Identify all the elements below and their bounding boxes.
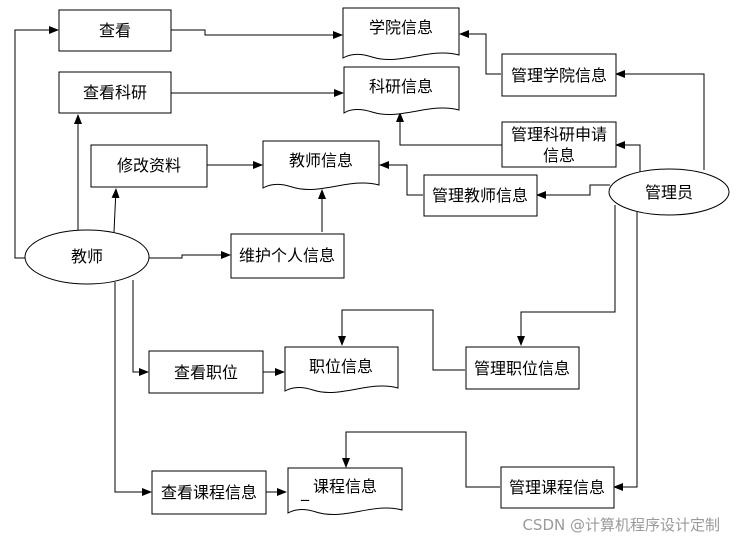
process-view-research-label: 查看科研 xyxy=(83,83,147,102)
store-college-info: 学院信息 xyxy=(342,7,460,60)
process-view: 查看 xyxy=(58,9,172,52)
process-manage-research-label-1: 管理科研申请 xyxy=(511,125,607,144)
watermark: CSDN @计算机程序设计定制 xyxy=(522,516,720,534)
process-edit-profile: 修改资料 xyxy=(90,144,208,188)
edge-mcourse-store xyxy=(342,431,500,488)
edge-mteacher-store xyxy=(379,161,423,196)
store-college-info-label: 学院信息 xyxy=(369,18,433,37)
edge-admin-mresearch xyxy=(615,141,641,172)
process-maintain-personal-label: 维护个人信息 xyxy=(239,246,335,265)
process-manage-college-label: 管理学院信息 xyxy=(511,66,607,85)
actor-admin: 管理员 xyxy=(608,168,730,216)
process-manage-research: 管理科研申请 信息 xyxy=(501,121,617,168)
edges xyxy=(14,26,705,496)
edge-admin-mposition xyxy=(517,205,616,346)
edge-teacher-maintain xyxy=(148,251,231,259)
store-position-info: 职位信息 xyxy=(284,346,399,393)
process-manage-college: 管理学院信息 xyxy=(501,53,617,97)
edge-mcollege-store xyxy=(459,30,501,75)
edge-teacher-view xyxy=(14,26,59,259)
edge-view-college xyxy=(171,29,343,39)
edge-teacher-position xyxy=(132,280,149,376)
process-manage-position-label: 管理职位信息 xyxy=(474,359,570,378)
store-course-info: _ 课程信息 xyxy=(287,467,403,515)
store-position-info-label: 职位信息 xyxy=(309,357,373,376)
actor-teacher: 教师 xyxy=(24,229,150,285)
process-view-course-label: 查看课程信息 xyxy=(161,483,257,502)
process-manage-teacher-label: 管理教师信息 xyxy=(432,186,528,205)
process-view-position: 查看职位 xyxy=(148,350,264,394)
process-manage-research-label-2: 信息 xyxy=(543,146,575,165)
process-manage-position: 管理职位信息 xyxy=(465,346,580,390)
edge-mresearch-store xyxy=(396,112,502,146)
edge-teacher-course xyxy=(114,282,152,496)
store-teacher-info: 教师信息 xyxy=(262,140,380,190)
store-teacher-info-label: 教师信息 xyxy=(289,151,353,170)
process-view-position-label: 查看职位 xyxy=(174,363,238,382)
edge-admin-college xyxy=(615,70,705,170)
store-course-info-mark: _ xyxy=(300,482,310,502)
store-research-info: 科研信息 xyxy=(343,66,460,115)
process-maintain-personal: 维护个人信息 xyxy=(230,233,345,279)
edge-teacher-edit xyxy=(111,188,120,233)
edge-admin-mcourse xyxy=(613,212,638,491)
process-manage-course: 管理课程信息 xyxy=(500,466,615,509)
store-course-info-label: 课程信息 xyxy=(313,477,377,496)
process-manage-teacher: 管理教师信息 xyxy=(423,174,538,217)
process-view-label: 查看 xyxy=(99,21,131,40)
edge-admin-mteacher xyxy=(536,184,610,199)
process-manage-course-label: 管理课程信息 xyxy=(509,478,605,497)
process-view-course: 查看课程信息 xyxy=(151,470,267,515)
actor-admin-label: 管理员 xyxy=(645,183,693,202)
store-research-info-label: 科研信息 xyxy=(369,77,433,96)
actor-teacher-label: 教师 xyxy=(71,247,103,266)
edge-mposition-store xyxy=(338,309,465,371)
process-edit-profile-label: 修改资料 xyxy=(117,156,181,175)
process-view-research: 查看科研 xyxy=(58,71,172,114)
